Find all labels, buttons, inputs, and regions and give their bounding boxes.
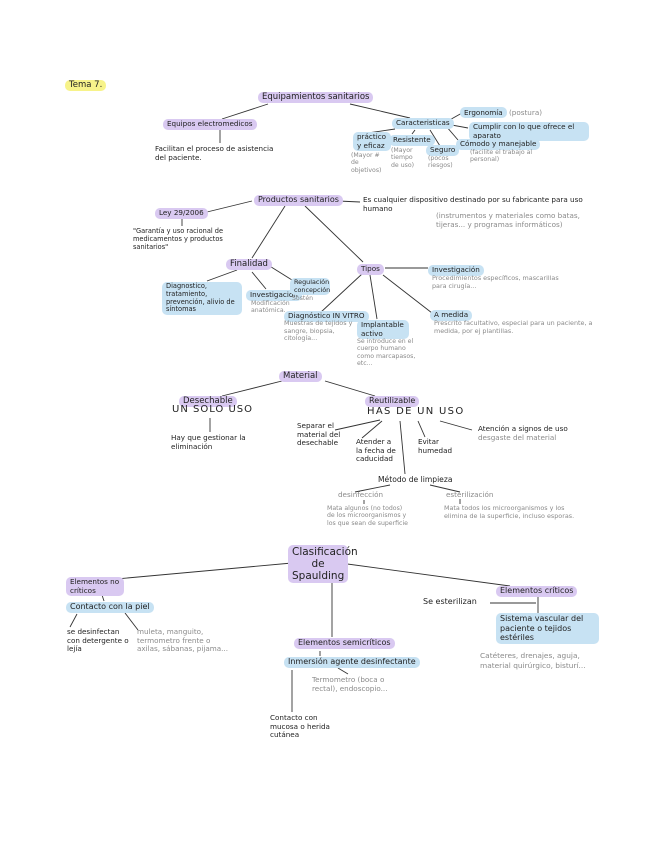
node-inmersion-desinfectante: Inmersión agente desinfectante bbox=[284, 657, 420, 668]
node-semicriticos: Elementos semicríticos bbox=[294, 638, 395, 649]
node-regulacion-concepcion: Regulación concepción bbox=[290, 278, 330, 296]
text-ley-desc: "Garantía y uso racional de medicamentos… bbox=[133, 227, 224, 251]
note-regulacion: Sostén bbox=[292, 295, 314, 302]
node-caracteristicas: Caracteristicas bbox=[392, 118, 454, 129]
node-equipos-electromedicos: Equipos electromedicos bbox=[163, 119, 257, 130]
node-investigacion-finalidad: Investigación bbox=[246, 290, 302, 301]
note-implantable: Se introduce en el cuerpo humano como ma… bbox=[357, 338, 416, 368]
note-a-medida: Prescrito facultativo, especial para un … bbox=[434, 319, 593, 335]
note-desinfeccion: Mata algunos (no todos) de los microorga… bbox=[327, 505, 408, 527]
text-se-esterilizan: Se esterilizan bbox=[423, 597, 477, 606]
note-resistente: (Mayor tiempo de uso) bbox=[391, 147, 415, 169]
node-productos-sanitarios: Productos sanitarios bbox=[254, 195, 343, 206]
node-material: Material bbox=[279, 371, 322, 382]
item-ergonomia: Ergonomía (postura) bbox=[460, 107, 543, 118]
node-desinfeccion: desinfección bbox=[338, 490, 384, 499]
text-un-solo-uso: UN SOLO USO bbox=[172, 404, 253, 415]
text-has-de-un-uso: HAS DE UN USO bbox=[367, 406, 465, 417]
node-no-criticos: Elementos no críticos bbox=[66, 577, 124, 597]
node-investigacion-tipos: Investigación bbox=[428, 265, 484, 276]
node-a-medida: A medida bbox=[430, 310, 473, 321]
text-gestionar: Hay que gestionar la eliminación bbox=[171, 433, 246, 451]
text-atencion-signos: Atención a signos de uso bbox=[478, 424, 568, 433]
node-desechable: Desechable bbox=[179, 396, 237, 407]
node-metodo-limpieza: Método de limpieza bbox=[378, 475, 453, 484]
node-finalidad: Finalidad bbox=[226, 259, 272, 270]
node-ergonomia: Ergonomía bbox=[460, 107, 507, 118]
note-semicriticos-ejemplos: Termometro (boca o rectal), endoscopio..… bbox=[312, 675, 388, 693]
node-reutilizable: Reutilizable bbox=[365, 396, 420, 407]
node-comodo-manejable: Cómodo y manejable bbox=[456, 139, 541, 150]
node-practico-eficaz: práctico y eficaz bbox=[353, 132, 391, 152]
note-investigacion-finalidad: Modificación anatómica. bbox=[251, 300, 290, 315]
note-atencion: desgaste del material bbox=[478, 433, 557, 442]
note-no-criticos-ejemplos: muleta, manguito, termometro frente o ax… bbox=[137, 627, 228, 654]
node-clasificacion-spaulding: Clasificación de Spaulding bbox=[288, 545, 358, 583]
node-contacto-piel: Contacto con la piel bbox=[66, 602, 154, 613]
node-sistema-vascular: Sistema vascular del paciente o tejidos … bbox=[496, 613, 599, 644]
text-atender-caducidad: Atender a la fecha de caducidad bbox=[356, 437, 396, 464]
text-se-desinfectan: se desinfectan con detergente o lejía bbox=[67, 627, 129, 654]
note-in-vitro: Muestras de tejidos y sangre, biopsia, c… bbox=[284, 319, 353, 343]
note-comodo: (facilite el trabajo al personal) bbox=[470, 149, 533, 164]
note-esterilizacion: Mata todos los microorganismos y los eli… bbox=[444, 504, 575, 520]
node-resistente: Resistente bbox=[389, 135, 435, 146]
text-evitar-humedad: Evitar humedad bbox=[418, 437, 453, 455]
text-separar: Separar el material del desechable bbox=[297, 421, 341, 448]
note-ergonomia: (postura) bbox=[508, 108, 543, 117]
note-criticos-ejemplos: Catéteres, drenajes, aguja, material qui… bbox=[480, 651, 586, 670]
node-criticos: Elementos críticos bbox=[496, 586, 578, 597]
node-diagnostico: Diagnostico, tratamiento, prevención, al… bbox=[162, 282, 242, 316]
node-ley: Ley 29/2006 bbox=[155, 208, 208, 219]
node-in-vitro: Diagnóstico IN VITRO bbox=[284, 311, 369, 322]
note-investigacion-tipos: Procedimientos específicos, mascarillas … bbox=[432, 274, 559, 290]
node-implantable-activo: Implantable activo bbox=[357, 320, 409, 340]
text-equipos-desc: Facilitan el proceso de asistencia del p… bbox=[155, 144, 274, 162]
node-esterilizacion: esterilización bbox=[446, 490, 494, 499]
text-contacto-mucosa: Contacto con mucosa o herida cutánea bbox=[270, 713, 330, 740]
node-cumplir-aparato: Cumplir con lo que ofrece el aparato bbox=[469, 122, 589, 142]
text-definicion: Es cualquier dispositivo destinado por s… bbox=[363, 195, 583, 213]
node-tipos: Tipos bbox=[357, 264, 384, 275]
note-practico: (Mayor # de objetivos) bbox=[351, 152, 382, 174]
note-seguro: (pocos riesgos) bbox=[428, 155, 453, 170]
node-seguro: Seguro bbox=[426, 145, 460, 156]
node-equipamientos-sanitarios: Equipamientos sanitarios bbox=[258, 92, 374, 103]
note-definicion: (instrumentos y materiales como batas, t… bbox=[436, 211, 580, 229]
tema-label: Tema 7. bbox=[65, 80, 107, 91]
